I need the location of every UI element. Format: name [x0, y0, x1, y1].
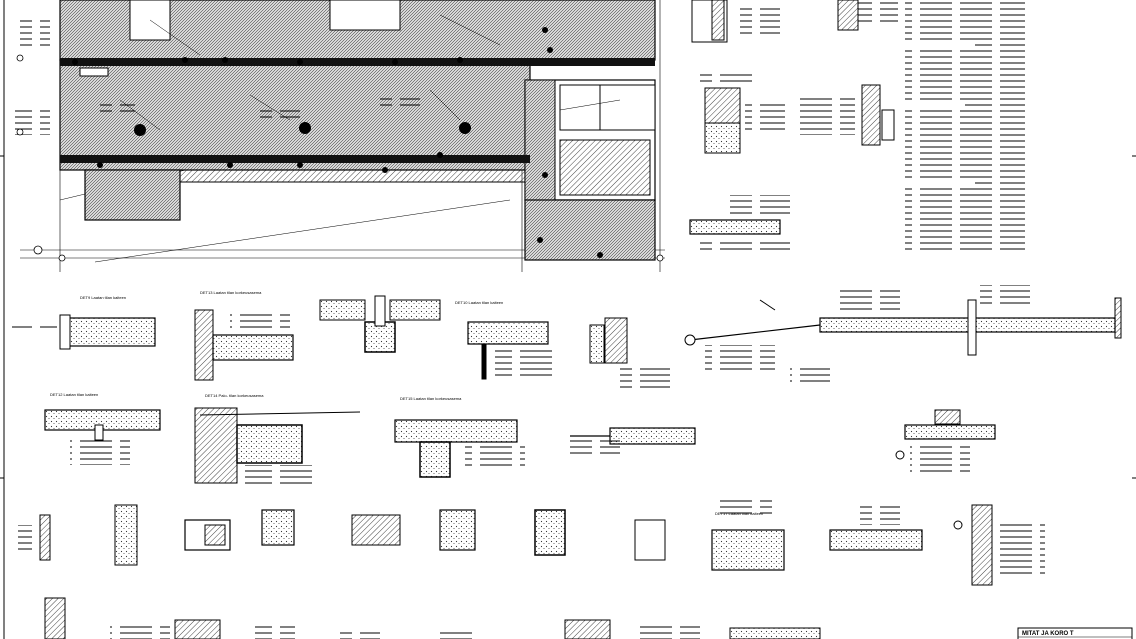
section-row-2: [44, 407, 996, 485]
detail-label: DET15 Laatan tilan korkeusasema: [400, 396, 462, 401]
detail-label: DET14 Palo- tilan korkeusasema: [205, 393, 264, 398]
detail-label: DET9 Laatan tilan kaiteen: [80, 295, 126, 300]
detail-label: DET10 Laatan tilan kaiteen: [455, 300, 503, 305]
title-block-title: MITAT JA KORO T: [1022, 631, 1074, 637]
detail-label: DET12 Laatan tilan kaiteen: [50, 392, 98, 397]
detail-titles: DET9 Laatan tilan kaiteen DET13 Laatan t…: [50, 290, 763, 516]
detail-label: DET13 Laatan tilan korkeusasema: [200, 290, 262, 295]
general-notes: [905, 0, 1025, 250]
section-row-3: [18, 500, 1045, 586]
section-row-4: [44, 597, 821, 639]
long-section: [684, 285, 1122, 385]
detail-label: DET17 Laatan tilan kaiteen: [715, 511, 763, 516]
floor-plan: [15, 0, 665, 272]
section-row-1: [12, 295, 670, 390]
top-right-sections: [689, 0, 898, 250]
title-block: MITAT JA KORO T: [1017, 627, 1133, 639]
